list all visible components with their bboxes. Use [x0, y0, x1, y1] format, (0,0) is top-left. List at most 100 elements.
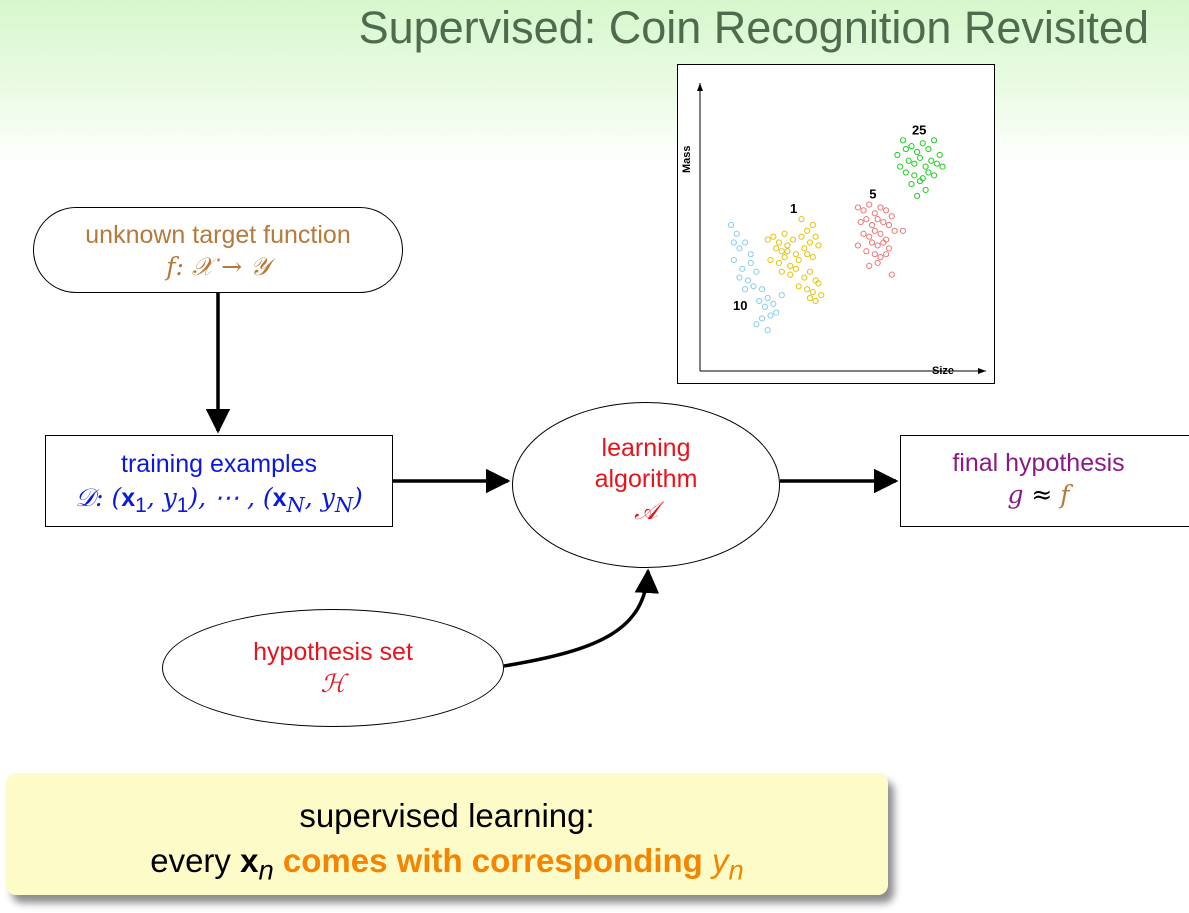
scatter-point-5	[860, 207, 867, 214]
scatter-point-1	[784, 248, 791, 255]
training-x1: x	[121, 484, 136, 512]
scatter-point-25	[911, 160, 918, 167]
scatter-point-10	[739, 265, 746, 272]
training-xN-sub: N	[286, 493, 305, 517]
scatter-point-10	[747, 251, 754, 258]
scatter-point-5	[868, 239, 876, 246]
training-xN: x	[272, 484, 287, 512]
scatter-point-10	[767, 312, 774, 319]
scatter-point-1	[778, 268, 785, 275]
scatter-point-5	[877, 204, 884, 211]
scatter-point-10	[742, 239, 749, 246]
training-examples-label: training examples	[121, 450, 317, 478]
scatter-point-5	[871, 251, 878, 258]
training-y1: y	[162, 483, 177, 512]
algorithm-line1: learning	[601, 434, 691, 462]
scatter-point-1	[795, 256, 802, 264]
scatter-point-1	[804, 251, 811, 258]
scatter-point-10	[758, 286, 766, 293]
scatter-point-25	[930, 137, 938, 144]
scatter-point-25	[922, 186, 929, 194]
scatter-point-1	[804, 286, 811, 293]
scatter-point-10	[750, 283, 757, 290]
scatter-point-25	[930, 172, 938, 179]
final-hypothesis-label: final hypothesis	[952, 449, 1125, 477]
scatter-point-5	[888, 213, 895, 220]
training-examples-box: training examples 𝒟: (x1, y1), ⋯ , (xN, …	[45, 435, 393, 527]
scatter-point-10	[730, 239, 737, 246]
scatter-point-25	[908, 143, 915, 150]
final-hypothesis-formula: g ≈ f	[901, 479, 1176, 511]
arrow-hypothesis-to-algorithm	[503, 568, 660, 668]
scatter-point-25	[897, 163, 904, 170]
scatter-point-25	[902, 145, 909, 153]
scatter-point-10	[747, 259, 754, 267]
scatter-point-5	[883, 251, 890, 258]
scatter-point-10	[770, 300, 777, 307]
scatter-point-1	[764, 236, 771, 243]
training-examples-formula: 𝒟: (x1, y1), ⋯ , (xN, yN)	[75, 483, 363, 517]
scatter-point-25	[925, 169, 932, 176]
scatter-point-10	[744, 277, 752, 284]
scatter-point-5	[868, 221, 876, 229]
x-axis-label: Size	[932, 365, 954, 377]
scatter-point-10	[764, 327, 771, 334]
scatter-point-25	[916, 178, 924, 185]
scatter-point-25	[922, 163, 929, 170]
scatter-point-25	[914, 192, 921, 199]
final-hypothesis-box: final hypothesis g ≈ f	[900, 435, 1189, 527]
scatter-point-1	[815, 242, 822, 249]
training-y1-sub: 1	[176, 494, 189, 517]
algorithm-line2: algorithm	[594, 465, 698, 493]
scatter-point-5	[874, 242, 881, 249]
scatter-point-5	[863, 248, 870, 255]
x-axis-arrowhead	[978, 368, 986, 374]
scatter-point-25	[933, 160, 940, 167]
scatter-point-1	[781, 230, 788, 237]
scatter-point-5	[877, 230, 884, 237]
scatter-point-5	[866, 262, 873, 269]
scatter-point-5	[880, 218, 887, 226]
slide-title: Supervised: Coin Recognition Revisited	[358, 2, 1149, 53]
scatter-point-1	[778, 248, 785, 255]
summary-y: y	[711, 842, 729, 879]
scatter-point-5	[885, 221, 893, 229]
scatter-point-1	[806, 294, 814, 302]
final-approx: ≈	[1023, 480, 1061, 509]
scatter-point-10	[756, 297, 763, 305]
scatter-point-1	[789, 236, 797, 243]
scatter-point-25	[939, 163, 946, 170]
training-yN-sub: N	[334, 493, 354, 517]
final-g: g	[1007, 480, 1024, 509]
summary-y-sub: n	[728, 854, 744, 886]
scatter-point-1	[798, 216, 805, 223]
training-yN: y	[320, 483, 335, 512]
scatter-point-1	[781, 254, 788, 261]
target-function-label: unknown target function	[85, 221, 351, 249]
scatter-point-10	[753, 268, 760, 275]
scatter-point-25	[919, 140, 926, 147]
scatter-point-5	[857, 218, 864, 226]
summary-x: x	[240, 842, 259, 879]
summary-callout: supervised learning: every xn comes with…	[6, 773, 888, 895]
final-f: f	[1060, 480, 1070, 509]
scatter-point-1	[792, 265, 799, 272]
scatter-point-5	[854, 242, 862, 249]
scatter-point-1	[787, 271, 794, 278]
scatter-point-1	[773, 245, 780, 252]
scatter-point-10	[736, 245, 743, 252]
algorithm-symbol: 𝒜	[634, 496, 658, 525]
summary-comes: comes with corresponding	[273, 842, 712, 879]
summary-line1: supervised learning:	[299, 797, 595, 834]
training-formula-mid: ), ⋯ , (	[188, 483, 273, 512]
scatter-point-5	[883, 207, 890, 214]
scatter-point-25	[916, 154, 924, 161]
scatter-point-1	[806, 268, 814, 275]
scatter-point-1	[784, 242, 791, 249]
target-function-box: unknown target function f: 𝒳 → 𝒴	[33, 207, 403, 293]
scatter-point-5	[863, 216, 870, 223]
scatter-point-1	[798, 233, 805, 240]
scatter-point-1	[792, 251, 799, 258]
